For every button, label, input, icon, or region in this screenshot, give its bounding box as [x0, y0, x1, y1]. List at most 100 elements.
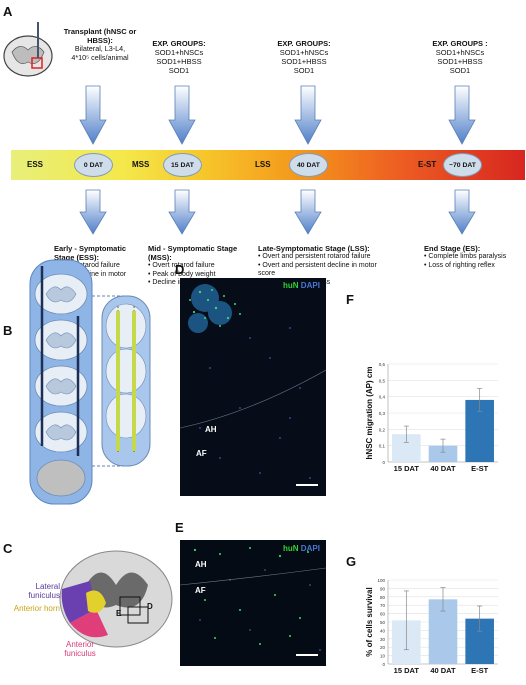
stain-legend-d: huN DAPI: [283, 281, 320, 290]
group-line: SOD1: [293, 66, 315, 75]
y-tick-label: 0,4: [379, 395, 386, 400]
zone-mss: MSS: [132, 160, 150, 169]
transplant-detail-1: Bilateral, L3-L4,: [74, 44, 126, 54]
exp-groups-15: EXP. GROUPS: SOD1+hNSCs SOD1+HBSS SOD1: [140, 39, 218, 75]
exp-groups-70: EXP. GROUPS : SOD1+hNSCs SOD1+HBSS SOD1: [420, 39, 500, 75]
y-tick-label: 0,1: [379, 444, 386, 449]
micrograph-e-image: [180, 540, 326, 666]
spinal-cord-illustration: [29, 259, 151, 505]
stage-bullet: • Peak of body weight: [148, 270, 216, 278]
arrow-down-icon: [79, 85, 476, 145]
y-tick-label: 0: [382, 662, 385, 667]
timepoint-0-dat: 0 DAT: [74, 153, 113, 177]
y-tick-label: 60: [380, 612, 386, 617]
group-line: SOD1+hNSCs: [435, 48, 485, 57]
stage-title: Late-Symptomatic Stage (LSS):: [258, 244, 370, 253]
panel-label-f: F: [346, 292, 354, 307]
y-tick-label: 30: [380, 637, 386, 642]
label-anterior-horn: Anterior horn: [13, 604, 60, 613]
stage-title: Mid - Symptomatic Stage (MSS):: [148, 244, 238, 262]
timepoint-70-dat: ~70 DAT: [443, 153, 482, 177]
bar: [428, 445, 458, 462]
dapi-label: DAPI: [300, 281, 320, 290]
x-tick-label: 40 DAT: [430, 464, 456, 473]
panel-label-e: E: [175, 520, 184, 535]
group-line: SOD1+HBSS: [281, 57, 327, 66]
micrograph-e: [180, 540, 326, 666]
x-tick-label: E-ST: [471, 464, 489, 473]
spinal-cord-cross-section: [59, 550, 173, 648]
y-tick-label: 70: [380, 603, 386, 608]
panel-label-g: G: [346, 554, 357, 569]
exp-groups-title: EXP. GROUPS :: [432, 39, 488, 48]
exp-groups-40: EXP. GROUPS: SOD1+hNSCs SOD1+HBSS SOD1: [265, 39, 343, 75]
stage-bullet: • Loss of righting reflex: [424, 261, 495, 269]
region-af-d: AF: [196, 449, 207, 458]
panel-label-b: B: [3, 323, 13, 338]
region-ah-d: AH: [205, 425, 217, 434]
exp-groups-title: EXP. GROUPS:: [277, 39, 331, 48]
stage-bullet: • Overt and persistent decline in motor …: [258, 261, 377, 278]
y-tick-label: 10: [380, 654, 386, 659]
arrow-down-icon: [79, 189, 476, 235]
panel-label-a: A: [3, 4, 13, 19]
y-tick-label: 20: [380, 645, 386, 650]
chart-migration: 0 0,1 0,2 0,3 0,4 0,5 0,6 hNSC migration (AP) c…: [365, 362, 498, 473]
stage-bullet: • Complete limbs paralysis: [424, 253, 507, 260]
panel-label-d: D: [175, 262, 185, 277]
group-line: SOD1: [449, 66, 471, 75]
micrograph-d-image: [180, 278, 326, 496]
timeline-arrows-top: [79, 85, 476, 145]
transplant-info: Transplant (hNSC or HBSS): Bilateral, L3…: [58, 27, 142, 62]
transplant-detail-2: 4*10⁵ cells/animal: [71, 52, 129, 62]
zone-ess: ESS: [27, 160, 44, 169]
huN-label: huN: [283, 544, 299, 553]
zone-lss: LSS: [255, 160, 271, 169]
stage-bullet: • Overt and persistent rotarod failure: [258, 253, 371, 260]
panel-label-c: C: [3, 541, 13, 556]
y-tick-label: 80: [380, 595, 386, 600]
x-tick-label: 15 DAT: [394, 666, 420, 675]
y-tick-label: 100: [377, 578, 385, 583]
stage-bullet: • Initial rotarod failure: [54, 262, 120, 269]
y-tick-label: 50: [380, 620, 386, 625]
stage-es: End Stage (ES): • Complete limbs paralys…: [424, 244, 524, 270]
region-ah-e: AH: [195, 560, 207, 569]
spinal-cord-transplant-icon: [3, 22, 53, 77]
x-tick-label: E-ST: [471, 666, 489, 675]
y-axis-label: hNSC migration (AP) cm: [365, 367, 374, 460]
label-lateral-funiculus: Lateral funiculus: [28, 582, 60, 600]
stain-legend-e: huN DAPI: [283, 544, 320, 553]
group-line: SOD1+HBSS: [437, 57, 483, 66]
stage-bullet: • Overt rotarod failure: [148, 262, 215, 269]
stage-title: End Stage (ES):: [424, 244, 481, 253]
y-tick-label: 90: [380, 586, 386, 591]
y-tick-label: 0: [382, 460, 385, 465]
huN-label: huN: [283, 281, 299, 290]
group-line: SOD1: [168, 66, 190, 75]
group-line: SOD1+hNSCs: [154, 48, 204, 57]
dapi-label: DAPI: [300, 544, 320, 553]
group-line: SOD1+HBSS: [156, 57, 202, 66]
y-tick-label: 0,3: [379, 411, 386, 416]
stage-title: Early - Symptomatic Stage (ESS):: [54, 244, 127, 262]
roi-label-d: D: [147, 602, 153, 611]
region-af-e: AF: [195, 586, 206, 595]
group-line: SOD1+hNSCs: [279, 48, 329, 57]
y-tick-label: 40: [380, 628, 386, 633]
zone-est: E-ST: [418, 160, 437, 169]
y-tick-label: 0,2: [379, 427, 386, 432]
transplant-title: Transplant (hNSC or HBSS):: [63, 27, 137, 45]
timepoint-15-dat: 15 DAT: [163, 153, 202, 177]
timeline-arrows-bottom: [79, 189, 476, 235]
micrograph-d: [180, 278, 326, 496]
chart-survival: 0 10 20 30 40 50 60 70 80 90 100% of cells surviva…: [365, 578, 498, 675]
x-tick-label: 40 DAT: [430, 666, 456, 675]
label-anterior-funiculus: Anterior funiculus: [64, 640, 96, 658]
y-axis-label: % of cells survival: [365, 587, 374, 656]
y-tick-label: 0,5: [379, 378, 386, 383]
exp-groups-title: EXP. GROUPS:: [152, 39, 206, 48]
y-tick-label: 0,6: [379, 362, 386, 367]
roi-label-e: E: [116, 609, 122, 618]
x-tick-label: 15 DAT: [394, 464, 420, 473]
